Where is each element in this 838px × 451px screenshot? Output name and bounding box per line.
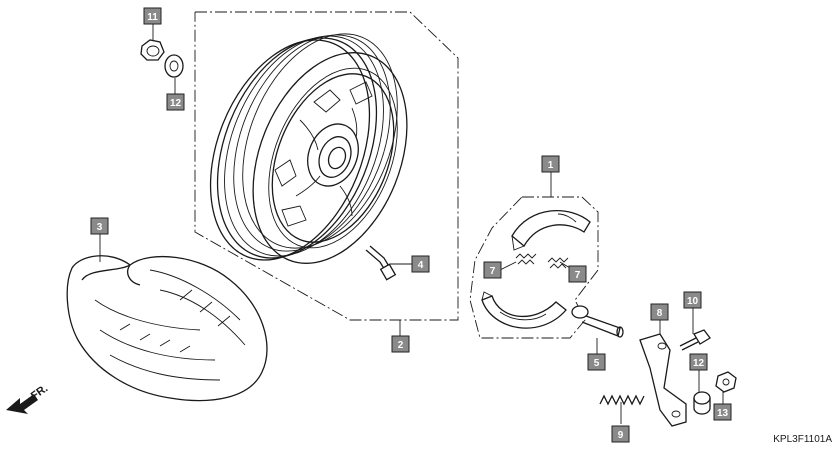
brake-arm-drawing: [639, 333, 687, 427]
callout-3: 3: [90, 217, 109, 235]
svg-text:10: 10: [687, 296, 699, 307]
callout-9: 9: [611, 425, 630, 443]
svg-text:9: 9: [618, 430, 624, 441]
svg-text:8: 8: [657, 308, 663, 319]
callout-2: 2: [391, 335, 410, 353]
callout-13: 12: [689, 353, 708, 371]
wheel-drawing: [209, 33, 408, 264]
svg-text:2: 2: [398, 340, 404, 351]
callout-14: 13: [713, 403, 732, 421]
front-direction-arrow: FR.: [6, 382, 50, 414]
wheel-group-outline: [194, 11, 459, 321]
joint-piece-drawing: [693, 391, 711, 415]
arrow-icon: [6, 394, 38, 414]
callout-10: 10: [683, 291, 702, 309]
svg-text:4: 4: [418, 260, 424, 271]
svg-text:7: 7: [575, 270, 581, 281]
bolt-drawing: [679, 329, 711, 351]
svg-text:12: 12: [693, 358, 705, 369]
svg-text:3: 3: [97, 222, 103, 233]
callout-5: 5: [587, 353, 606, 371]
callout-7-left: 7: [483, 261, 502, 279]
valve-stem-drawing: [365, 245, 397, 281]
svg-text:13: 13: [717, 408, 729, 419]
washer-drawing: [164, 54, 184, 78]
callout-7-right: 7: [568, 265, 587, 283]
brake-cam-drawing: [571, 305, 624, 338]
svg-text:5: 5: [594, 358, 600, 369]
callout-1: 1: [541, 155, 560, 173]
brake-shoe-upper-drawing: [511, 210, 591, 251]
leader-lines: [99, 24, 724, 424]
svg-text:1: 1: [548, 160, 554, 171]
brake-shoe-lower-drawing: [481, 291, 567, 329]
svg-text:7: 7: [490, 266, 496, 277]
callout-8: 8: [650, 303, 669, 321]
adjusting-nut-drawing: [715, 371, 737, 393]
callout-12: 12: [166, 93, 185, 111]
brake-springs-drawing: [515, 253, 569, 269]
diagram-reference-code: KPL3F1101A: [773, 434, 832, 445]
callout-4: 4: [411, 255, 430, 273]
svg-text:11: 11: [147, 12, 158, 23]
tire-drawing: [66, 255, 268, 402]
brake-shoe-group-outline: [469, 196, 599, 339]
svg-text:12: 12: [170, 98, 182, 109]
callout-11: 11: [143, 7, 162, 25]
axle-nut-drawing: [140, 39, 165, 61]
return-spring-drawing: [599, 394, 645, 406]
